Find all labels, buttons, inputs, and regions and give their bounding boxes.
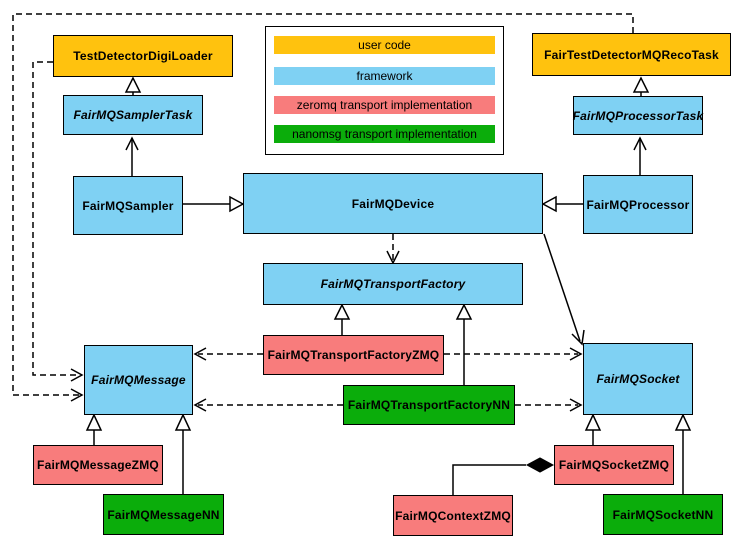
node-fairtestdetectormqrecotask: FairTestDetectorMQRecoTask <box>532 33 731 76</box>
edge-messagezmq-to-message <box>85 413 103 445</box>
edge-contextzmq-to-socketzmq <box>452 457 555 495</box>
edge-factorynn-to-socket <box>515 398 583 412</box>
legend: user code framework zeromq transport imp… <box>265 26 504 155</box>
node-fairmqsamplertask: FairMQSamplerTask <box>63 95 203 135</box>
legend-item-zeromq: zeromq transport implementation <box>274 96 495 114</box>
edge-factoryzmq-to-message <box>193 347 263 361</box>
node-fairmqprocessor: FairMQProcessor <box>583 175 693 234</box>
edge-processor-to-processortask <box>633 136 647 175</box>
node-fairmqmessagenn: FairMQMessageNN <box>103 494 224 535</box>
edge-samplertask-to-digiloader <box>124 76 142 95</box>
edge-messagenn-to-message <box>174 413 192 494</box>
node-fairmqtransportfactorynn: FairMQTransportFactoryNN <box>343 385 515 425</box>
node-fairmqsocketnn: FairMQSocketNN <box>603 494 723 535</box>
node-fairmqsampler: FairMQSampler <box>73 176 183 235</box>
edge-digiloader-to-message <box>32 61 84 382</box>
legend-item-framework: framework <box>274 67 495 85</box>
edge-recotask-to-message <box>12 13 634 402</box>
edge-sampler-to-device <box>183 195 245 213</box>
node-fairmqsocketzmq: FairMQSocketZMQ <box>554 445 674 485</box>
edge-factorynn-to-message <box>193 398 343 412</box>
node-fairmqmessage: FairMQMessage <box>84 345 193 415</box>
edge-factoryzmq-to-socket <box>444 347 583 361</box>
node-fairmqsocket: FairMQSocket <box>583 343 693 415</box>
node-testdetectordigiloader: TestDetectorDigiLoader <box>53 35 233 77</box>
node-fairmqprocessortask: FairMQProcessorTask <box>573 96 703 135</box>
edge-sampler-to-samplertask <box>125 136 139 176</box>
node-fairmqdevice: FairMQDevice <box>243 173 543 234</box>
edge-device-to-socket <box>543 233 585 346</box>
node-fairmqmessagezmq: FairMQMessageZMQ <box>33 445 163 485</box>
edge-socketzmq-to-socket <box>584 413 602 445</box>
edge-device-to-transportfactory <box>386 234 400 265</box>
node-fairmqtransportfactory: FairMQTransportFactory <box>263 263 523 305</box>
edge-processor-to-device <box>541 195 583 213</box>
edge-processortask-to-recotask <box>632 76 650 96</box>
edge-socketnn-to-socket <box>674 413 692 494</box>
legend-item-user-code: user code <box>274 36 495 54</box>
node-fairmqtransportfactoryzmq: FairMQTransportFactoryZMQ <box>263 335 444 375</box>
edge-factorynn-to-factory <box>455 303 473 385</box>
edge-factoryzmq-to-factory <box>333 303 351 335</box>
legend-item-nanomsg: nanomsg transport implementation <box>274 125 495 143</box>
node-fairmqcontextzmq: FairMQContextZMQ <box>393 495 513 536</box>
